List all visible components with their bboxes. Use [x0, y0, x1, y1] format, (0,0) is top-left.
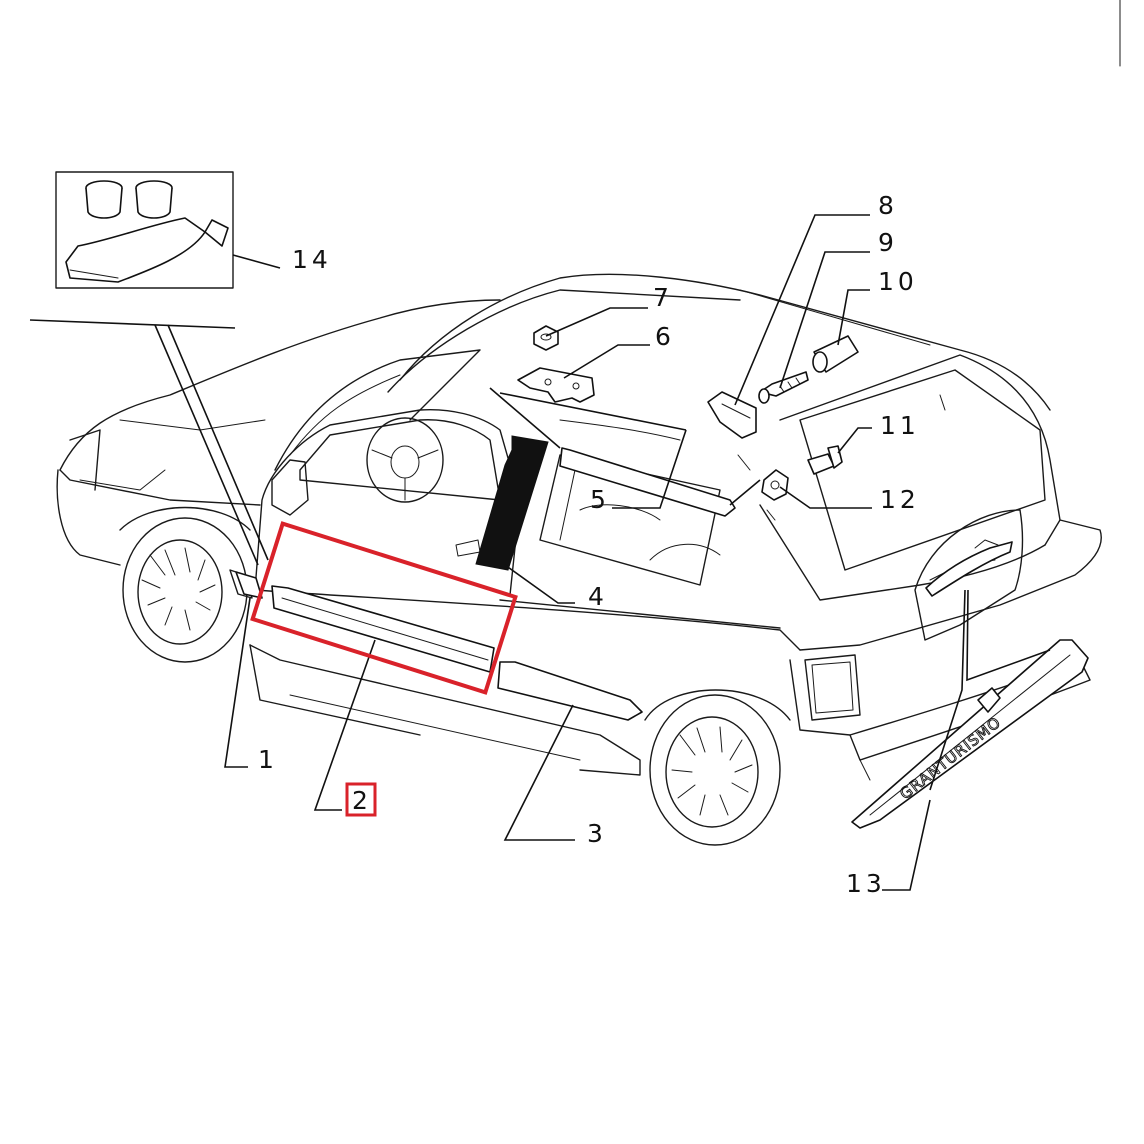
- callout-12: 12: [880, 485, 920, 514]
- callout-2-highlight-box: [345, 782, 377, 817]
- part-bolt: [807, 445, 843, 475]
- part-screw: [758, 371, 809, 404]
- part-side-molding-front: [235, 571, 263, 599]
- callout-1: 1: [258, 745, 278, 774]
- callout-10: 10: [878, 267, 918, 296]
- part-clip: [707, 391, 757, 439]
- part-roof-rail-molding: [559, 447, 736, 517]
- part-b-pillar-trim: [475, 435, 549, 571]
- callout-4: 4: [588, 582, 608, 611]
- leader-lines: [29, 214, 1051, 891]
- part-door-molding: [271, 585, 495, 673]
- highlight-frame: [250, 521, 518, 695]
- part-sleeve: [812, 335, 859, 373]
- part-retainer: [761, 469, 789, 501]
- callout-8: 8: [878, 191, 898, 220]
- callout-14: 14: [292, 245, 332, 274]
- callout-6: 6: [655, 322, 675, 351]
- callout-13: 13: [846, 869, 886, 898]
- part-bracket: [517, 367, 595, 403]
- part-rear-plate-trim: GRANTURISMO: [851, 639, 1089, 829]
- part-nut: [533, 325, 559, 351]
- callout-11: 11: [880, 411, 920, 440]
- part-rear-badge: [925, 539, 1013, 597]
- callout-5: 5: [590, 485, 610, 514]
- part-rear-sill-molding: [497, 661, 643, 721]
- callout-2: 2: [352, 786, 368, 815]
- callout-9: 9: [878, 228, 898, 257]
- callout-3: 3: [587, 819, 607, 848]
- car-illustration: [56, 273, 1102, 846]
- part-repair-kit: [55, 171, 234, 289]
- callout-7: 7: [653, 283, 673, 312]
